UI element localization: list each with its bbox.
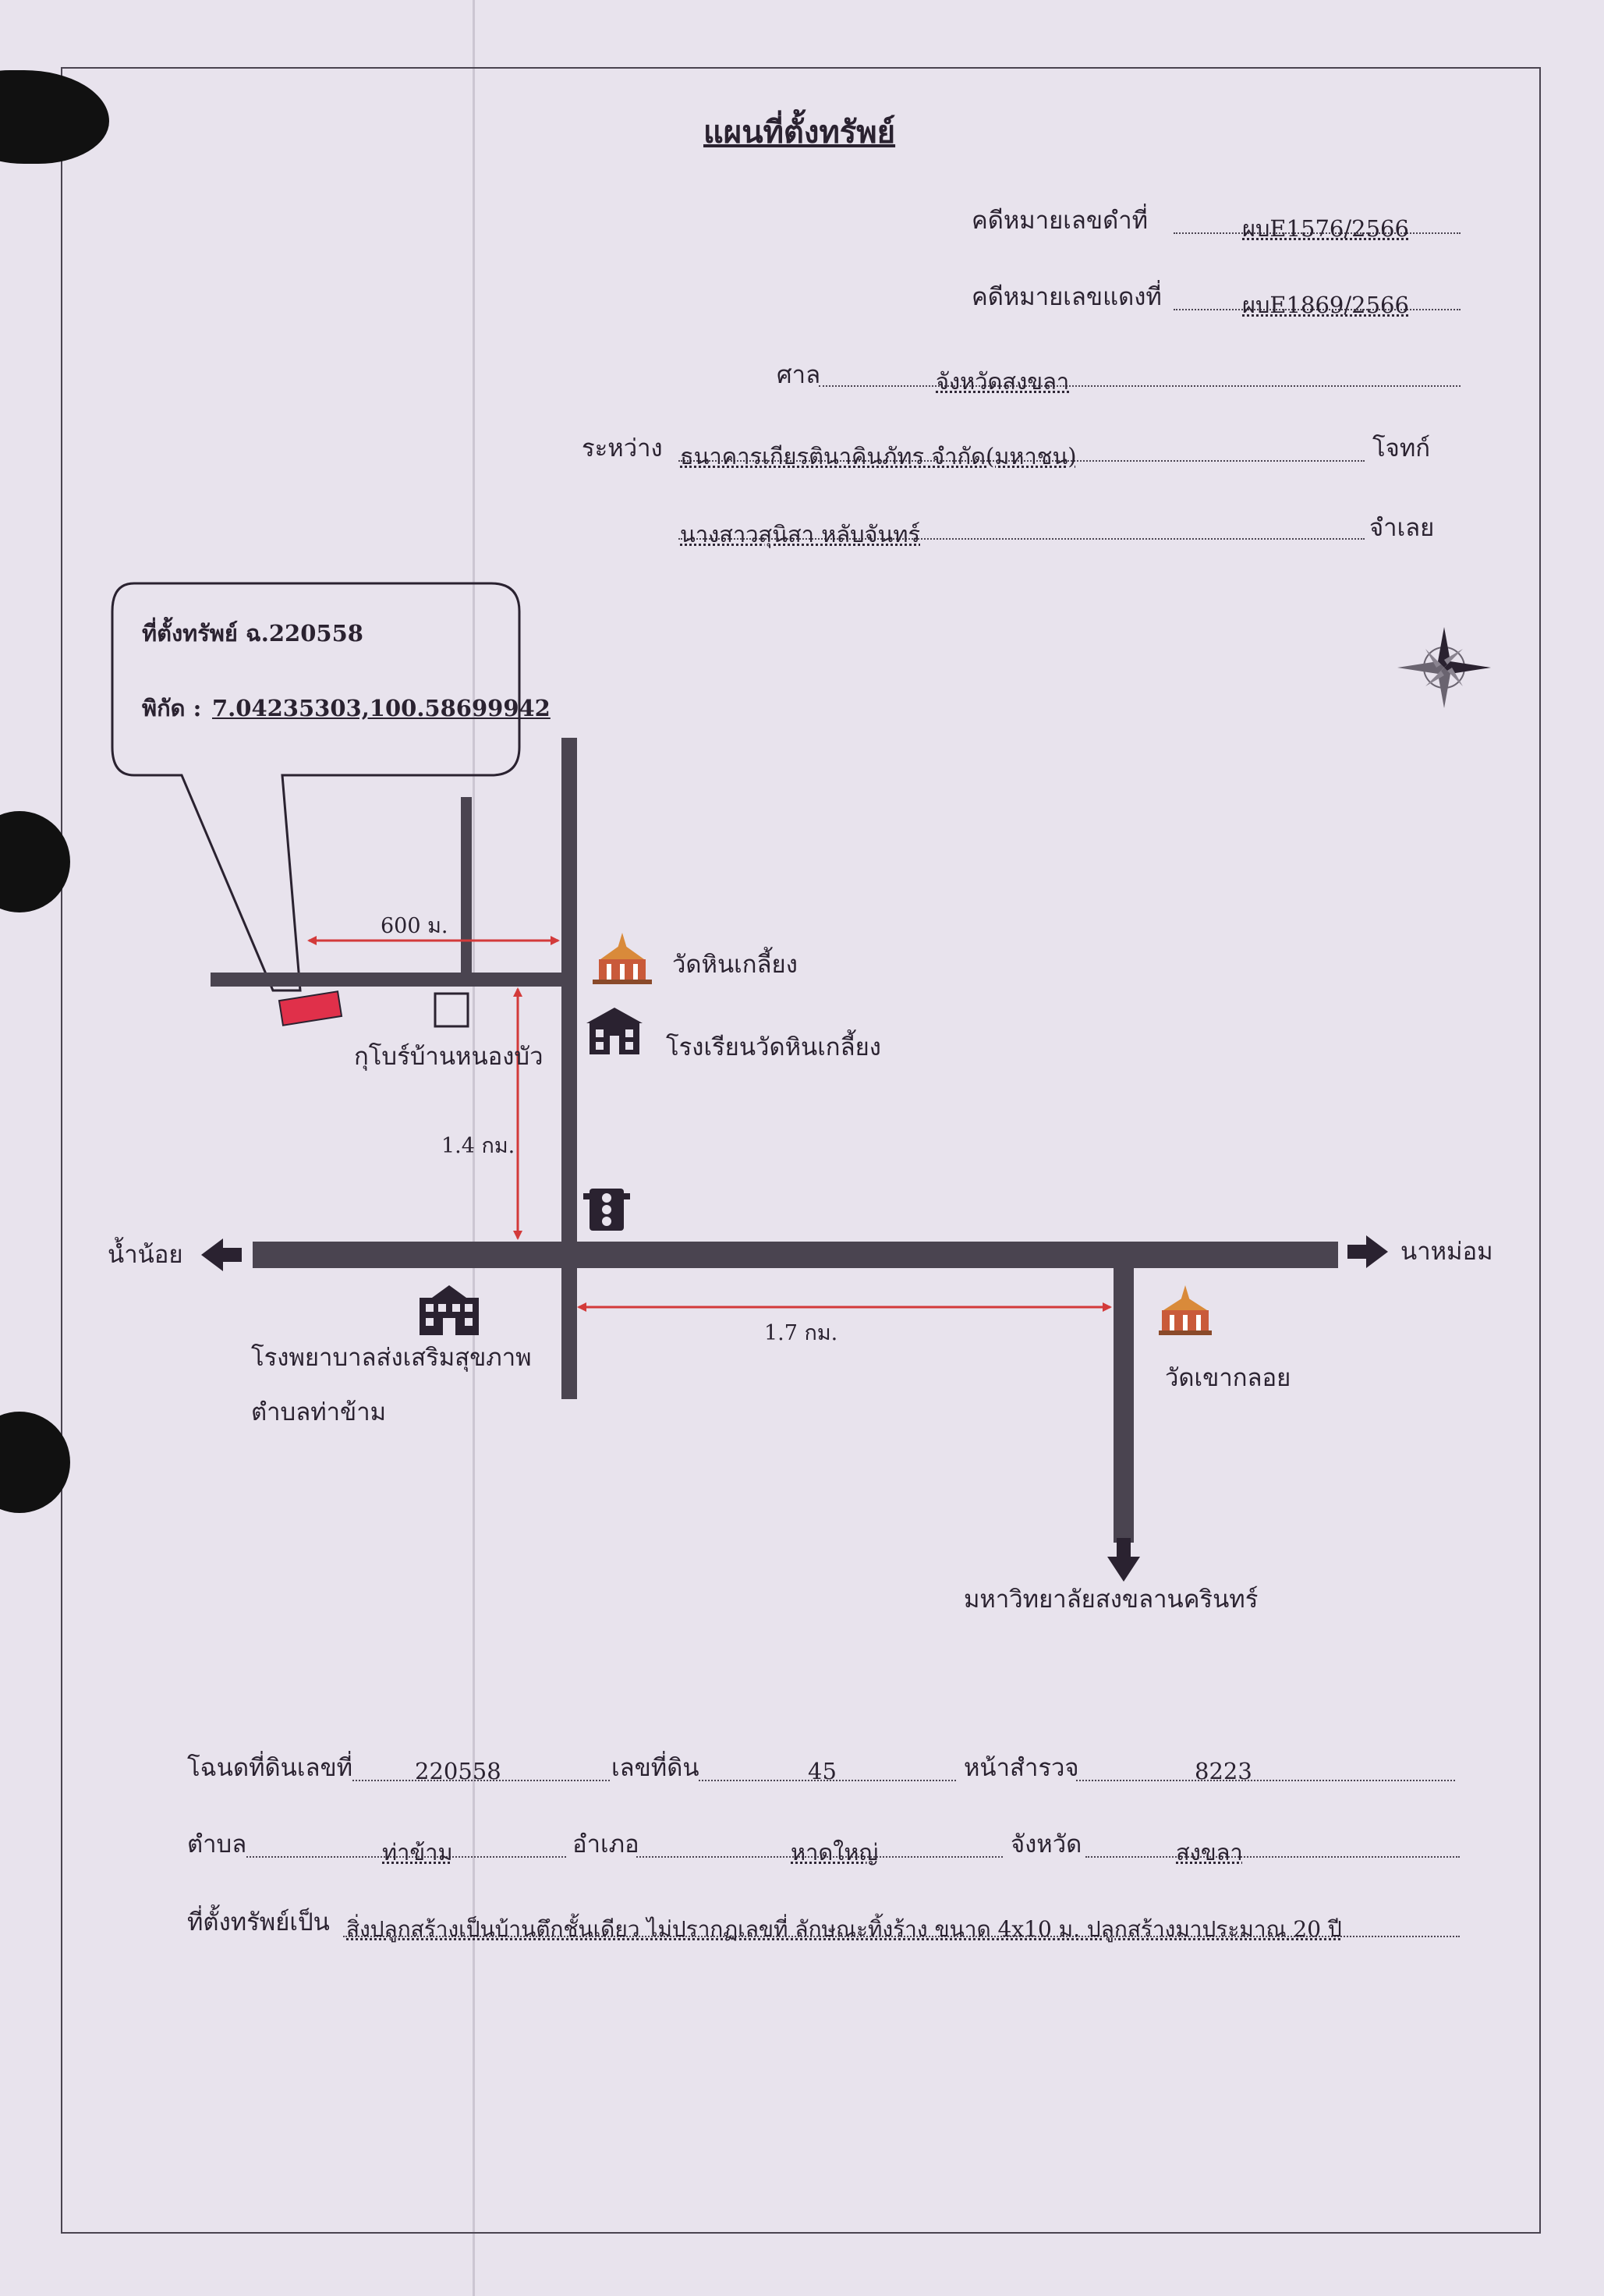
fold-crease: [473, 0, 475, 2296]
fill-line: [343, 1936, 1460, 1937]
label-1-7km: 1.7 กม.: [764, 1321, 838, 1345]
label-university: มหาวิทยาลัยสงขลานครินทร์: [964, 1586, 1259, 1614]
land-no-label: เลขที่ดิน: [611, 1754, 699, 1782]
fill-line: [246, 1856, 566, 1858]
fill-line: [636, 1856, 1003, 1858]
deed-label: โฉนดที่ดินเลขที่: [187, 1754, 353, 1782]
vertical-road: [561, 738, 577, 1399]
between-label: ระหว่าง: [582, 434, 663, 462]
property-marker: [278, 990, 343, 1026]
defendant-role: จำเลย: [1369, 514, 1435, 542]
fill-line: [678, 538, 1365, 540]
defendant-value: นางสาวสุนิสา หลับจันทร์: [680, 521, 921, 547]
fill-line: [819, 385, 1461, 387]
label-600m: 600 ม.: [381, 914, 448, 938]
callout-coord-label: พิกัด :: [142, 695, 202, 721]
land-no-value: 45: [808, 1758, 837, 1784]
small-road: [461, 797, 472, 975]
label-school: โรงเรียนวัดหินเกลี้ยง: [666, 1033, 881, 1061]
survey-value: 8223: [1195, 1758, 1252, 1784]
university-road: [1114, 1268, 1134, 1543]
black-case-label: คดีหมายเลขดำที่: [972, 207, 1149, 235]
plaintiff-value: ธนาคารเกียรตินาคินภัทร จำกัด(มหาชน): [680, 443, 1077, 469]
fill-line: [678, 460, 1365, 462]
amphoe-label: อำเภอ: [572, 1830, 639, 1858]
compass-icon: [1397, 627, 1491, 708]
black-case-value: ผบE1576/2566: [1242, 215, 1409, 242]
label-1-4km: 1.4 กม.: [441, 1134, 515, 1158]
amphoe-value: หาดใหญ่: [791, 1839, 879, 1866]
label-left-destination: น้ำน้อย: [108, 1241, 183, 1269]
province-label: จังหวัด: [1011, 1830, 1082, 1858]
red-case-value: ผบE1869/2566: [1242, 292, 1409, 318]
arrow-down-icon: [1107, 1538, 1140, 1582]
label-hospital-2: ตำบลท่าข้าม: [251, 1398, 387, 1426]
callout-coord-value: 7.04235303,100.58699942: [212, 695, 551, 721]
callout-property: ที่ตั้งทรัพย์ ฉ.220558: [142, 620, 363, 647]
fill-line: [352, 1780, 610, 1781]
fill-line: [1076, 1780, 1455, 1781]
label-wat-hin-kliang: วัดหินเกลี้ยง: [672, 951, 798, 979]
label-hospital-1: โรงพยาบาลส่งเสริมสุขภาพ: [251, 1344, 532, 1372]
plaintiff-role: โจทก์: [1372, 434, 1431, 462]
branch-road: [211, 973, 561, 987]
fill-line: [1174, 232, 1461, 234]
school-icon: [586, 1008, 643, 1054]
label-right-destination: นาหม่อม: [1400, 1238, 1493, 1266]
tambon-label: ตำบล: [187, 1830, 247, 1858]
deed-value: 220558: [415, 1758, 501, 1784]
traffic-light-icon: [583, 1189, 630, 1231]
fill-line: [1085, 1856, 1460, 1858]
arrow-left-icon: [201, 1238, 242, 1271]
temple-icon-2: [1159, 1285, 1212, 1335]
tambon-value: ท่าข้าม: [382, 1839, 453, 1866]
property-is-value: สิ่งปลูกสร้างเป็นบ้านตึกชั้นเดียว ไม่ปรา…: [346, 1916, 1342, 1942]
label-kupi: กุโบร์บ้านหนองบัว: [354, 1043, 544, 1071]
court-value: จังหวัดสงขลา: [936, 368, 1070, 395]
province-value: สงขลา: [1176, 1839, 1243, 1866]
cemetery-icon: [434, 992, 469, 1028]
temple-icon: [593, 933, 652, 984]
property-is-label: ที่ตั้งทรัพย์เป็น: [187, 1908, 330, 1936]
label-wat-khao-kloi: วัดเขากลอย: [1165, 1364, 1291, 1392]
red-case-label: คดีหมายเลขแดงที่: [972, 283, 1162, 311]
fill-line: [1174, 309, 1461, 310]
callout-bubble: [111, 582, 521, 992]
page-border: [61, 67, 1541, 2234]
fill-line: [699, 1780, 956, 1781]
court-label: ศาล: [777, 361, 821, 389]
arrow-right-icon: [1347, 1235, 1388, 1268]
main-road: [253, 1242, 1338, 1268]
hospital-icon: [420, 1285, 479, 1335]
page-title: แผนที่ตั้งทรัพย์: [703, 114, 896, 151]
survey-label: หน้าสำรวจ: [964, 1754, 1079, 1782]
